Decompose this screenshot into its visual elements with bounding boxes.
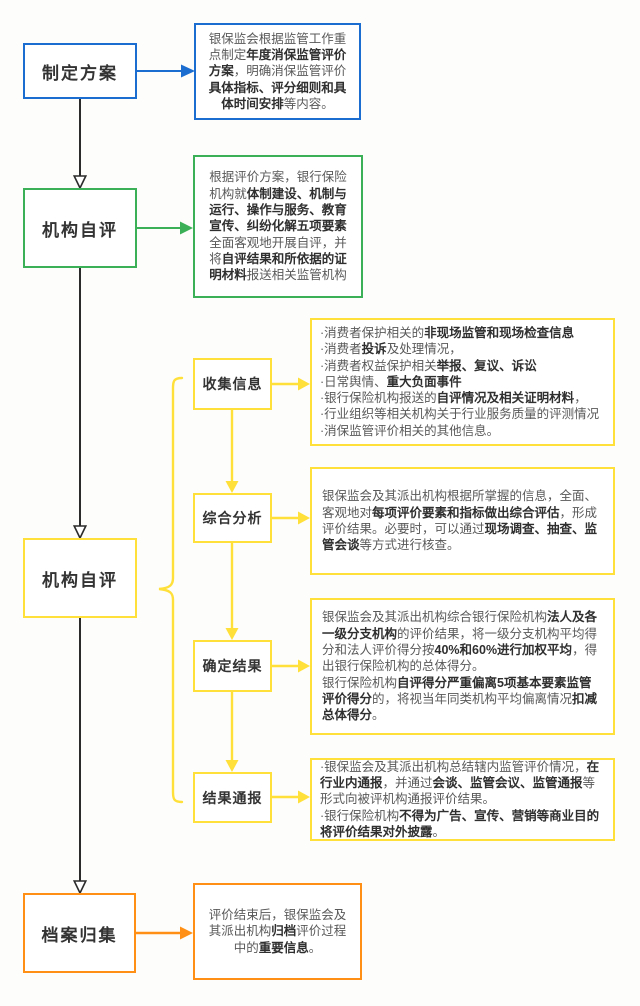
arrow-determine-note (272, 659, 310, 673)
substep-box-notify: 结果通报 (193, 772, 272, 823)
note-self-eval: 根据评价方案，银行保险机构就体制建设、机制与运行、操作与服务、教育宣传、纠纷化解… (193, 155, 363, 298)
note-notify: ·银保监会及其派出机构总结辖内监管评价情况，在行业内通报，并通过会谈、监管会议、… (310, 758, 615, 841)
note-analyze: 银保监会及其派出机构根据所掌握的信息，全面、客观地对每项评价要素和指标做出综合评… (310, 467, 615, 575)
arrow-archive-note (136, 926, 193, 940)
arrow-plan-note (137, 64, 195, 78)
substep-box-analyze: 综合分析 (193, 493, 272, 543)
substep-box-determine: 确定结果 (193, 640, 272, 692)
note-determine: 银保监会及其派出机构综合银行保险机构法人及各一级分支机构的评价结果，将一级分支机… (310, 598, 615, 735)
arrow-plan-to-self-eval (72, 99, 88, 190)
brace-eval-substeps (158, 376, 184, 804)
arrow-collect-note (272, 377, 310, 391)
arrow-collect-to-analyze (225, 410, 239, 493)
stage-box-archive: 档案归集 (23, 893, 136, 973)
stage-box-self-eval: 机构自评 (23, 188, 137, 268)
substep-box-collect: 收集信息 (193, 358, 272, 410)
arrow-notify-note (272, 790, 310, 804)
arrow-analyze-to-determine (225, 543, 239, 640)
arrow-self-eval-note (137, 221, 193, 235)
stage-box-eval: 机构自评 (23, 538, 137, 618)
arrow-analyze-note (272, 511, 310, 525)
stage-box-plan: 制定方案 (23, 43, 137, 99)
arrow-self-eval-to-eval (72, 268, 88, 540)
note-archive: 评价结束后，银保监会及其派出机构归档评价过程中的重要信息。 (193, 883, 362, 980)
arrow-eval-to-archive (72, 618, 88, 895)
note-collect: ·消费者保护相关的非现场监管和现场检查信息·消费者投诉及处理情况，·消费者权益保… (310, 318, 615, 446)
note-plan: 银保监会根据监管工作重点制定年度消保监管评价方案，明确消保监管评价具体指标、评分… (194, 23, 361, 120)
arrow-determine-to-notify (225, 692, 239, 772)
